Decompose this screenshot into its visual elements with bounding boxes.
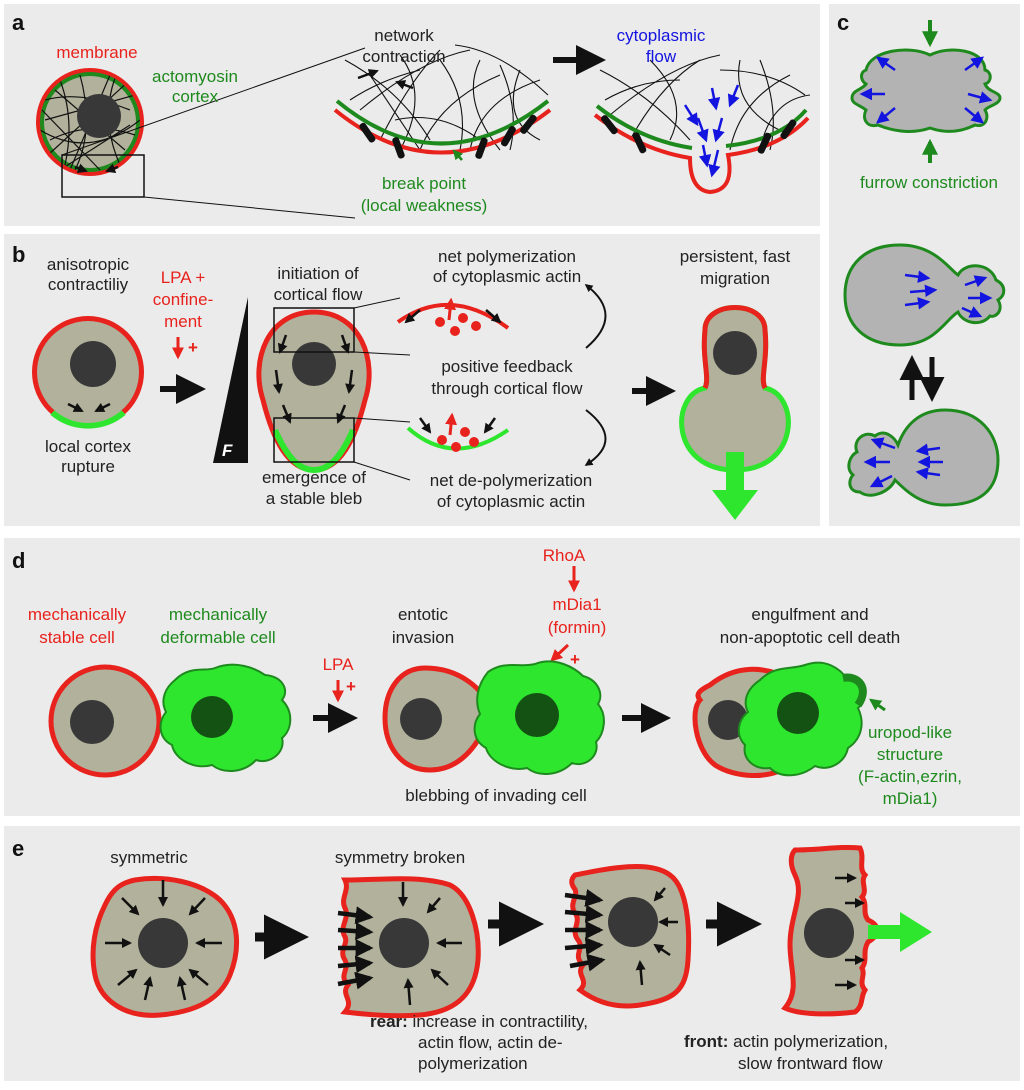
furrow-label: furrow constriction: [860, 173, 998, 192]
rear-text-2: actin flow, actin de-: [418, 1033, 563, 1052]
panel-letter-e: e: [12, 836, 24, 861]
lpa-label-d: LPA: [323, 655, 355, 674]
force-label: F: [222, 441, 233, 460]
plus-d2: +: [570, 650, 580, 669]
nucleus-b2: [292, 342, 336, 386]
front-arrow: [868, 912, 932, 952]
uropod-label-4: mDia1): [883, 789, 938, 808]
flow-label-1: cytoplasmic: [617, 26, 706, 45]
entotic-label-2: invasion: [392, 628, 454, 647]
migration-label-1: persistent, fast: [680, 247, 791, 266]
break-label-1: break point: [382, 174, 466, 193]
rupture-label-1: local cortex: [45, 437, 131, 456]
zoom-box: [61, 154, 145, 198]
uropod: [842, 673, 867, 708]
bleb-label-2: a stable bleb: [266, 489, 362, 508]
feedback-label-2: through cortical flow: [431, 379, 583, 398]
rear-text-3: polymerization: [418, 1054, 528, 1073]
rear-text-1: rear: increase in contractility,: [370, 1012, 588, 1031]
nucleus-b3: [713, 331, 757, 375]
lpa-label-1: LPA +: [161, 268, 206, 287]
migration-label-2: migration: [700, 269, 770, 288]
aniso-label-1: anisotropic: [47, 255, 130, 274]
mdia-label-1: mDia1: [552, 595, 601, 614]
panel-letter-d: d: [12, 548, 25, 573]
migration-arrow: [712, 452, 758, 520]
nucleus-b1: [70, 341, 116, 387]
cortex-zoom-right: [593, 54, 811, 195]
uropod-label-1: uropod-like: [868, 723, 952, 742]
plus-d1: +: [346, 677, 356, 696]
lpa-label-2: confine-: [153, 290, 213, 309]
front-text-2: slow frontward flow: [738, 1054, 883, 1073]
panel-d: d mechanically stable cell mechanically …: [12, 546, 962, 808]
network-label-2: contraction: [362, 47, 445, 66]
deform-label-2: deformable cell: [160, 628, 275, 647]
membrane-label: membrane: [56, 43, 137, 62]
nucleus: [77, 94, 121, 138]
entotic-label-1: entotic: [398, 605, 449, 624]
force-wedge: [213, 297, 248, 463]
blebbing-label: blebbing of invading cell: [405, 786, 586, 805]
engulf-label-2: non-apoptotic cell death: [720, 628, 901, 647]
aniso-label-2: contractiliy: [48, 275, 129, 294]
plus-b: +: [188, 338, 198, 357]
stable-label-2: stable cell: [39, 628, 115, 647]
panel-a: a membrane actomyosin cortex: [12, 10, 811, 219]
panel-letter-b: b: [12, 242, 25, 267]
uropod-label-2: structure: [877, 745, 943, 764]
broken-label: symmetry broken: [335, 848, 465, 867]
break-label-2: (local weakness): [361, 196, 488, 215]
cortex-label-2: cortex: [172, 87, 219, 106]
panel-e: e symmetric symmetry broken: [12, 836, 932, 1073]
rupture-label-2: rupture: [61, 457, 115, 476]
deform-label-1: mechanically: [169, 605, 268, 624]
cortex-label-1: actomyosin: [152, 67, 238, 86]
panel-letter-a: a: [12, 10, 25, 35]
panel-letter-c: c: [837, 10, 849, 35]
stable-label-1: mechanically: [28, 605, 127, 624]
poly-label-1: net polymerization: [438, 247, 576, 266]
panel-b: b anisotropic contractiliy local cortex …: [12, 242, 791, 520]
engulf-label-1: engulfment and: [751, 605, 868, 624]
lpa-label-3: ment: [164, 312, 202, 331]
depoly-label-1: net de-polymerization: [430, 471, 593, 490]
network-label-1: network: [374, 26, 434, 45]
flow-label-2: flow: [646, 47, 677, 66]
cell-c2: [843, 243, 1006, 347]
init-label-1: initiation of: [277, 264, 359, 283]
rhoa-label: RhoA: [543, 546, 586, 565]
poly-label-2: of cytoplasmic actin: [433, 267, 581, 286]
front-text-1: front: actin polymerization,: [684, 1032, 888, 1051]
feedback-label-1: positive feedback: [441, 357, 573, 376]
panel-c: c furrow constriction: [837, 10, 1006, 507]
symmetric-label: symmetric: [110, 848, 188, 867]
bleb-label-1: emergence of: [262, 468, 366, 487]
cortex-zoom-left: [333, 44, 552, 161]
init-label-2: cortical flow: [274, 285, 364, 304]
depoly-label-2: of cytoplasmic actin: [437, 492, 585, 511]
uropod-label-3: (F-actin,ezrin,: [858, 767, 962, 786]
mdia-label-2: (formin): [548, 618, 607, 637]
